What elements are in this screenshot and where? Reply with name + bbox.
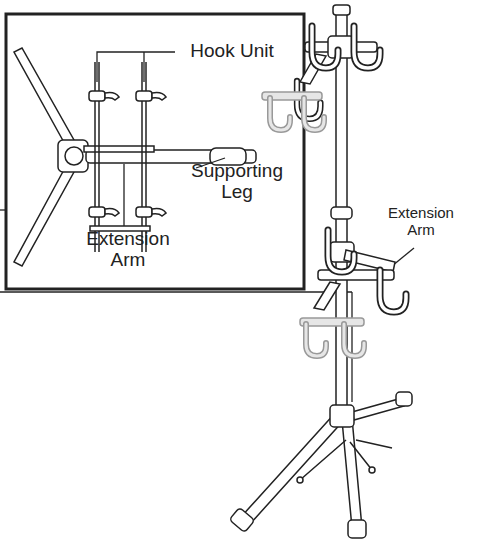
leader-lines [0,52,414,402]
part-label: Extension Arm [376,205,466,239]
inset-frame [6,14,304,289]
stand-figure [229,5,412,538]
hooks [297,26,406,312]
part-label: Extension Arm [70,228,186,271]
part-label: Supporting Leg [178,160,296,203]
part-label: Hook Unit [176,40,288,61]
ghost-hooks [262,92,364,356]
